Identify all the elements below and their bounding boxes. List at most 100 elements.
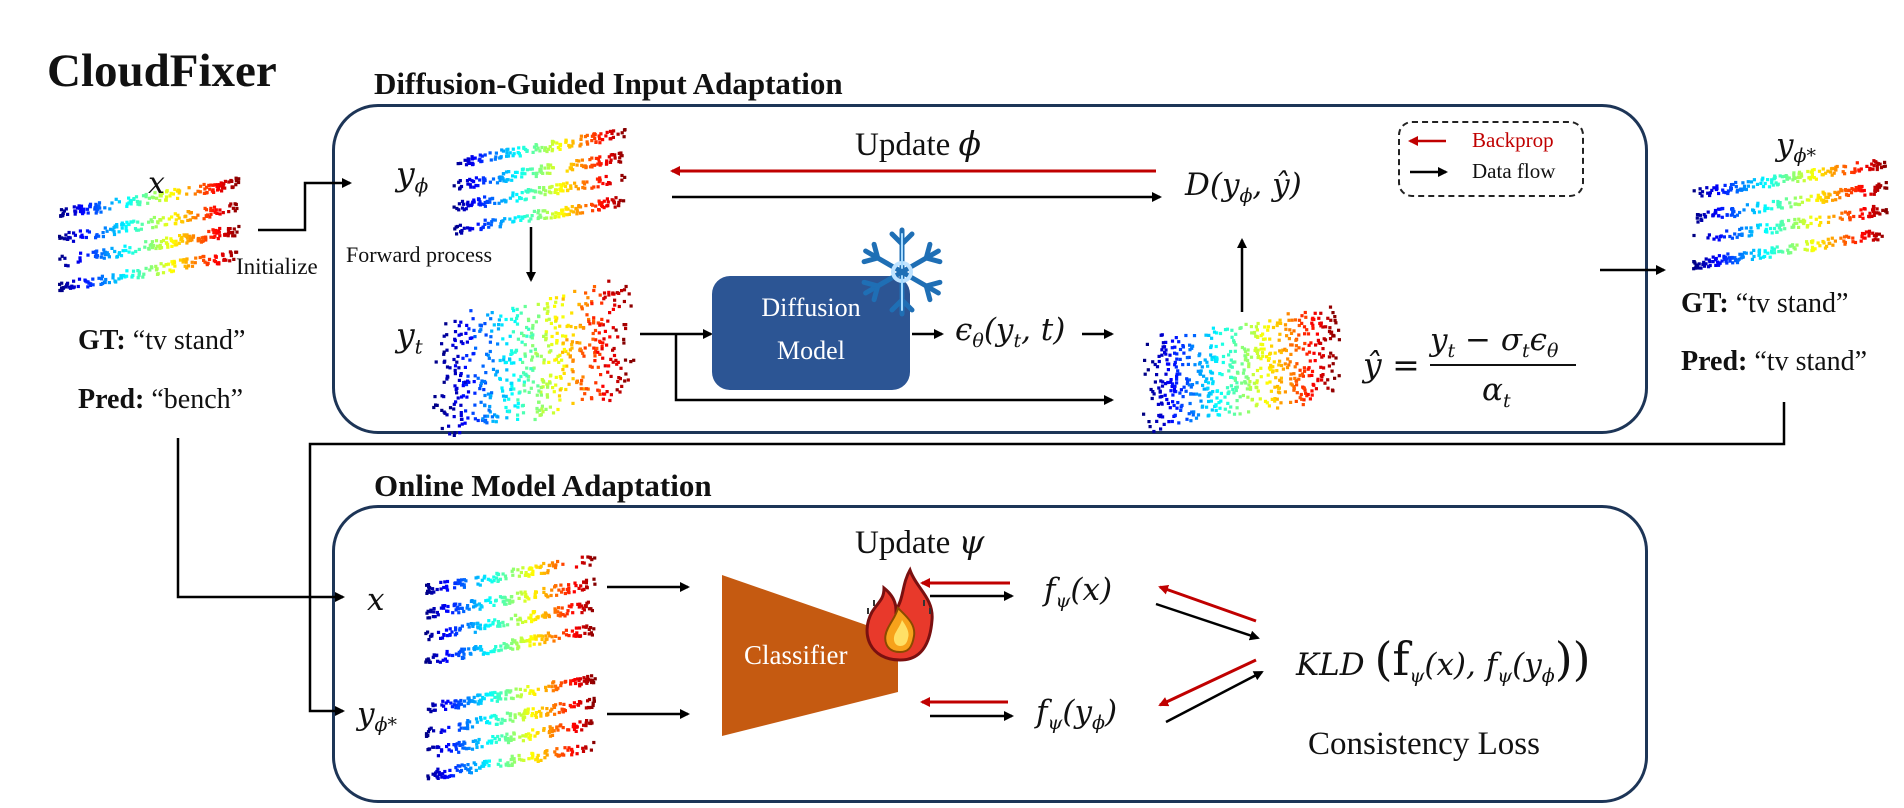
input-pred-key: Pred: — [78, 384, 145, 415]
kld-dataflow-arrow-top — [1155, 602, 1260, 641]
f-y-tail-end: ) — [1104, 694, 1118, 730]
input-x-symbol: x — [148, 166, 165, 201]
f-x-base: f — [1044, 572, 1056, 608]
output-gt: GT: “tv stand” — [1681, 288, 1848, 320]
y-t-base: y — [396, 315, 415, 354]
kld-text: KLD — [1296, 647, 1365, 683]
legend-dataflow-label: Data flow — [1472, 159, 1556, 183]
point-cloud-y-phi — [452, 128, 627, 236]
kld-dataflow-arrow-bottom — [1165, 670, 1264, 724]
yhat-num-sub2: t — [1522, 340, 1530, 363]
eps-tail: (y — [983, 312, 1014, 348]
diffusion-panel-title: Diffusion-Guided Input Adaptation — [374, 66, 843, 101]
f-psi-y-label: fψ(yϕ) — [1036, 694, 1117, 734]
point-cloud-y-t — [432, 279, 636, 437]
f-psi-x-label: fψ(x) — [1044, 572, 1112, 612]
f-y-sub: ψ — [1047, 712, 1063, 735]
yhat-den-sub: t — [1502, 390, 1511, 413]
distance-tail: , ŷ) — [1252, 167, 1302, 203]
yhat-denominator: αt — [1482, 372, 1511, 412]
output-to-online-arrow — [308, 402, 1786, 716]
update-phi-symbol: ϕ — [958, 124, 982, 163]
update-psi-label: Update ψ — [855, 522, 984, 562]
input-to-online-arrow — [176, 438, 345, 602]
f-x-sub: ψ — [1055, 590, 1071, 613]
f-y-tail: (y — [1062, 694, 1092, 730]
y-t-label: yt — [396, 315, 423, 359]
online-y-sub: ϕ* — [374, 714, 397, 737]
input-pred: Pred: “bench” — [78, 384, 243, 416]
output-gt-value: “tv stand” — [1735, 288, 1849, 319]
update-psi-symbol: ψ — [958, 522, 985, 561]
kld-sub1: ψ — [1409, 665, 1425, 688]
legend-box — [1398, 121, 1584, 197]
y-phi-label: yϕ — [396, 154, 428, 198]
eps-base: ϵ — [955, 312, 973, 348]
update-psi-text: Update — [855, 525, 959, 561]
point-cloud-y-hat — [1142, 305, 1341, 434]
distance-sub: ϕ — [1239, 185, 1253, 208]
point-cloud-input-x — [58, 176, 241, 293]
yhat-fraction-bar — [1430, 364, 1576, 366]
y-t-sub: t — [414, 334, 423, 359]
distance-label: D(yϕ, ŷ) — [1185, 167, 1302, 207]
input-pred-value: “bench” — [151, 384, 244, 415]
f-y-tail-sub: ϕ — [1092, 712, 1105, 735]
diffusion-line2: Model — [777, 336, 845, 366]
consistency-loss-label: Consistency Loss — [1308, 726, 1540, 762]
initialize-arrow — [258, 178, 352, 232]
kld-backprop-arrow-top — [1158, 584, 1257, 623]
output-symbol-sub: ϕ* — [1793, 145, 1816, 168]
diffusion-line1: Diffusion — [761, 293, 861, 322]
yhat-num-sub: t — [1447, 340, 1456, 363]
eps-sub: θ — [972, 330, 984, 353]
kld-sub2: ψ — [1497, 665, 1513, 688]
kld-expression: KLD (fψ(x), fψ(yϕ)) — [1296, 632, 1591, 687]
online-y-base: y — [357, 696, 375, 732]
kld-backprop-arrow-bottom — [1158, 658, 1257, 707]
yhat-den-alpha: α — [1482, 372, 1503, 408]
online-panel — [332, 505, 1648, 803]
legend-backprop-label: Backprop — [1472, 128, 1554, 152]
output-pred-key: Pred: — [1681, 346, 1748, 377]
yhat-lhs: ŷ = — [1363, 345, 1420, 384]
point-cloud-output — [1692, 159, 1889, 271]
yhat-num-y: y — [1430, 322, 1448, 358]
yhat-num-eps: ϵ — [1529, 322, 1548, 358]
y-phi-sub: ϕ — [414, 173, 429, 198]
yhat-numerator: yt − σtϵθ — [1430, 322, 1558, 362]
online-y-label: yϕ* — [357, 696, 397, 736]
epsilon-label: ϵθ(yt, t) — [955, 312, 1065, 352]
distance-base: D(y — [1185, 167, 1240, 203]
kld-mid2: (y — [1512, 647, 1542, 683]
initialize-label: Initialize — [236, 254, 318, 279]
forward-process-label: Forward process — [346, 242, 493, 267]
classifier-shape — [722, 575, 898, 736]
eps-tail-sub: t — [1013, 330, 1022, 353]
input-gt-key: GT: — [78, 325, 126, 356]
page-title: CloudFixer — [47, 45, 277, 97]
input-gt: GT: “tv stand” — [78, 325, 245, 357]
eps-tail-end: , t) — [1021, 312, 1066, 348]
classifier-label: Classifier — [744, 640, 848, 670]
yt-bypass-arrow — [674, 334, 1114, 405]
yhat-num-sub3: θ — [1547, 340, 1559, 363]
update-phi-label: Update ϕ — [855, 124, 981, 164]
f-y-base: f — [1036, 694, 1048, 730]
kld-open: (f — [1374, 632, 1410, 686]
f-x-tail: (x) — [1070, 572, 1113, 608]
online-x-label: x — [367, 582, 385, 618]
output-pred-value: “tv stand” — [1754, 346, 1868, 377]
update-phi-text: Update — [855, 127, 959, 163]
y-phi-base: y — [396, 154, 415, 193]
yhat-num-mid: − σ — [1455, 322, 1522, 358]
point-cloud-online-y — [424, 674, 597, 781]
output-gt-key: GT: — [1681, 288, 1729, 319]
kld-mid: (x), f — [1424, 647, 1498, 683]
output-symbol: yϕ* — [1776, 127, 1816, 167]
online-panel-title: Online Model Adaptation — [374, 468, 712, 503]
